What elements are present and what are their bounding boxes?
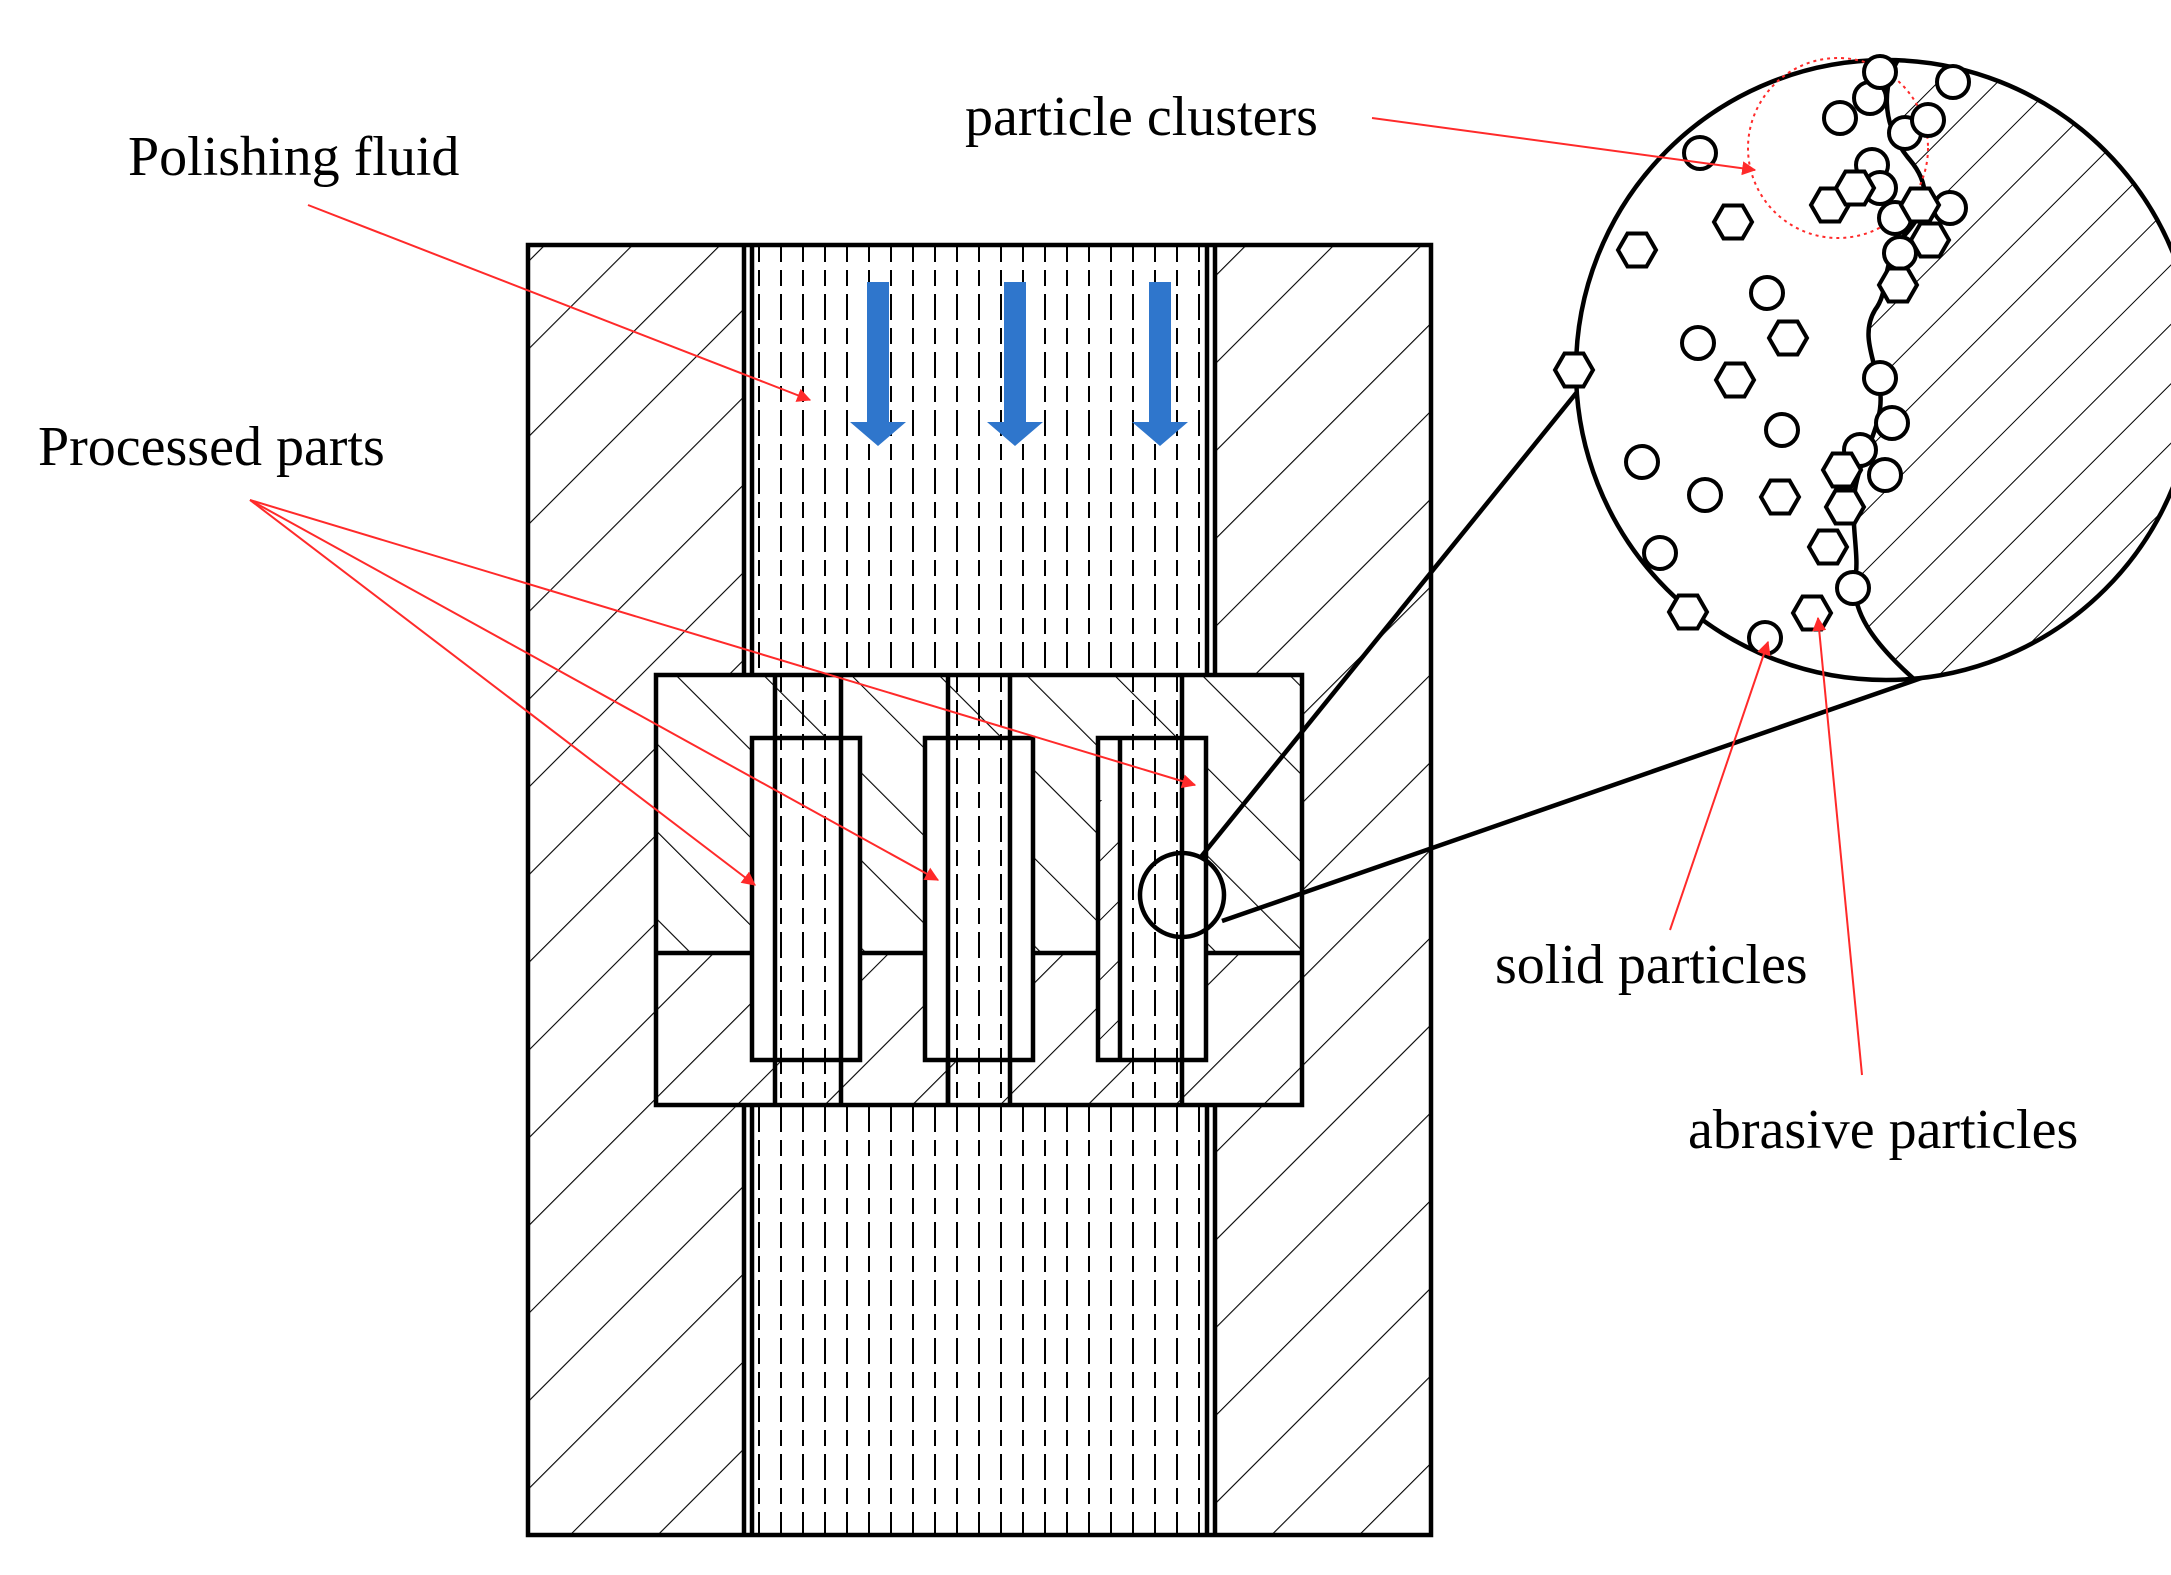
- leader-part-1: [249, 499, 756, 886]
- processed-part-3: [1095, 675, 1209, 1105]
- magnifier-circle: [1137, 850, 1227, 940]
- circle-icon: [1687, 477, 1723, 513]
- leader-lines: [249, 117, 1863, 1076]
- hexagon-icon: [1666, 593, 1710, 631]
- hexagon-icon: [1820, 451, 1864, 489]
- circle-icon: [1862, 360, 1898, 396]
- leader-part-2: [249, 499, 940, 881]
- circle-icon: [1749, 275, 1785, 311]
- processed-parts-label: Processed parts: [38, 416, 385, 478]
- hexagon-icon: [1552, 351, 1596, 389]
- hexagon-icon: [1615, 231, 1659, 269]
- fluid-channel-bottom: [744, 1105, 1215, 1535]
- hexagon-icon: [1713, 361, 1757, 399]
- hexagon-icon: [1876, 266, 1920, 304]
- circle-icon: [1867, 457, 1903, 493]
- hexagon-icon: [1908, 221, 1952, 259]
- detail-view: [1552, 54, 2171, 683]
- abrasive-particles-label: abrasive particles: [1688, 1099, 2078, 1161]
- hexagon-icon: [1898, 186, 1942, 224]
- leader-abrasive-particles: [1812, 616, 1863, 1076]
- hexagon-icon: [1823, 488, 1867, 526]
- leader-polishing-fluid: [307, 204, 812, 402]
- polishing-fluid-label: Polishing fluid: [128, 126, 459, 188]
- leader-particle-clusters: [1371, 117, 1757, 176]
- circle-icon: [1624, 444, 1660, 480]
- zoom-line-lower: [1221, 672, 1931, 924]
- hexagon-icon: [1790, 594, 1834, 632]
- processed-part-2: [922, 675, 1036, 1105]
- fixture-block: [653, 672, 1305, 1108]
- hexagon-icon: [1766, 319, 1810, 357]
- hexagon-icon: [1711, 203, 1755, 241]
- circle-icon: [1835, 570, 1871, 606]
- circle-icon: [1935, 64, 1971, 100]
- circle-icon: [1642, 535, 1678, 571]
- circle-icon: [1910, 102, 1946, 138]
- particle-clusters-label: particle clusters: [965, 86, 1318, 148]
- housing: [525, 242, 1434, 1538]
- flow-arrows: [850, 282, 1188, 446]
- hexagon-icon: [1806, 528, 1850, 566]
- hexagon-icon: [1758, 478, 1802, 516]
- cluster-highlight: [1747, 57, 1929, 239]
- leader-part-3: [249, 499, 1197, 788]
- particle-field: [1552, 54, 1971, 656]
- down-arrow-icon: [850, 282, 906, 446]
- solid-particles-label: solid particles: [1495, 934, 1808, 996]
- circle-icon: [1874, 405, 1910, 441]
- hexagon-icon: [1833, 169, 1877, 207]
- circle-icon: [1862, 54, 1898, 90]
- fluid-channel-top: [744, 245, 1215, 675]
- circle-icon: [1764, 412, 1800, 448]
- circle-icon: [1822, 100, 1858, 136]
- down-arrow-icon: [1132, 282, 1188, 446]
- down-arrow-icon: [987, 282, 1043, 446]
- processed-part-1: [749, 675, 863, 1105]
- circle-icon: [1680, 325, 1716, 361]
- leader-solid-particles: [1669, 640, 1771, 931]
